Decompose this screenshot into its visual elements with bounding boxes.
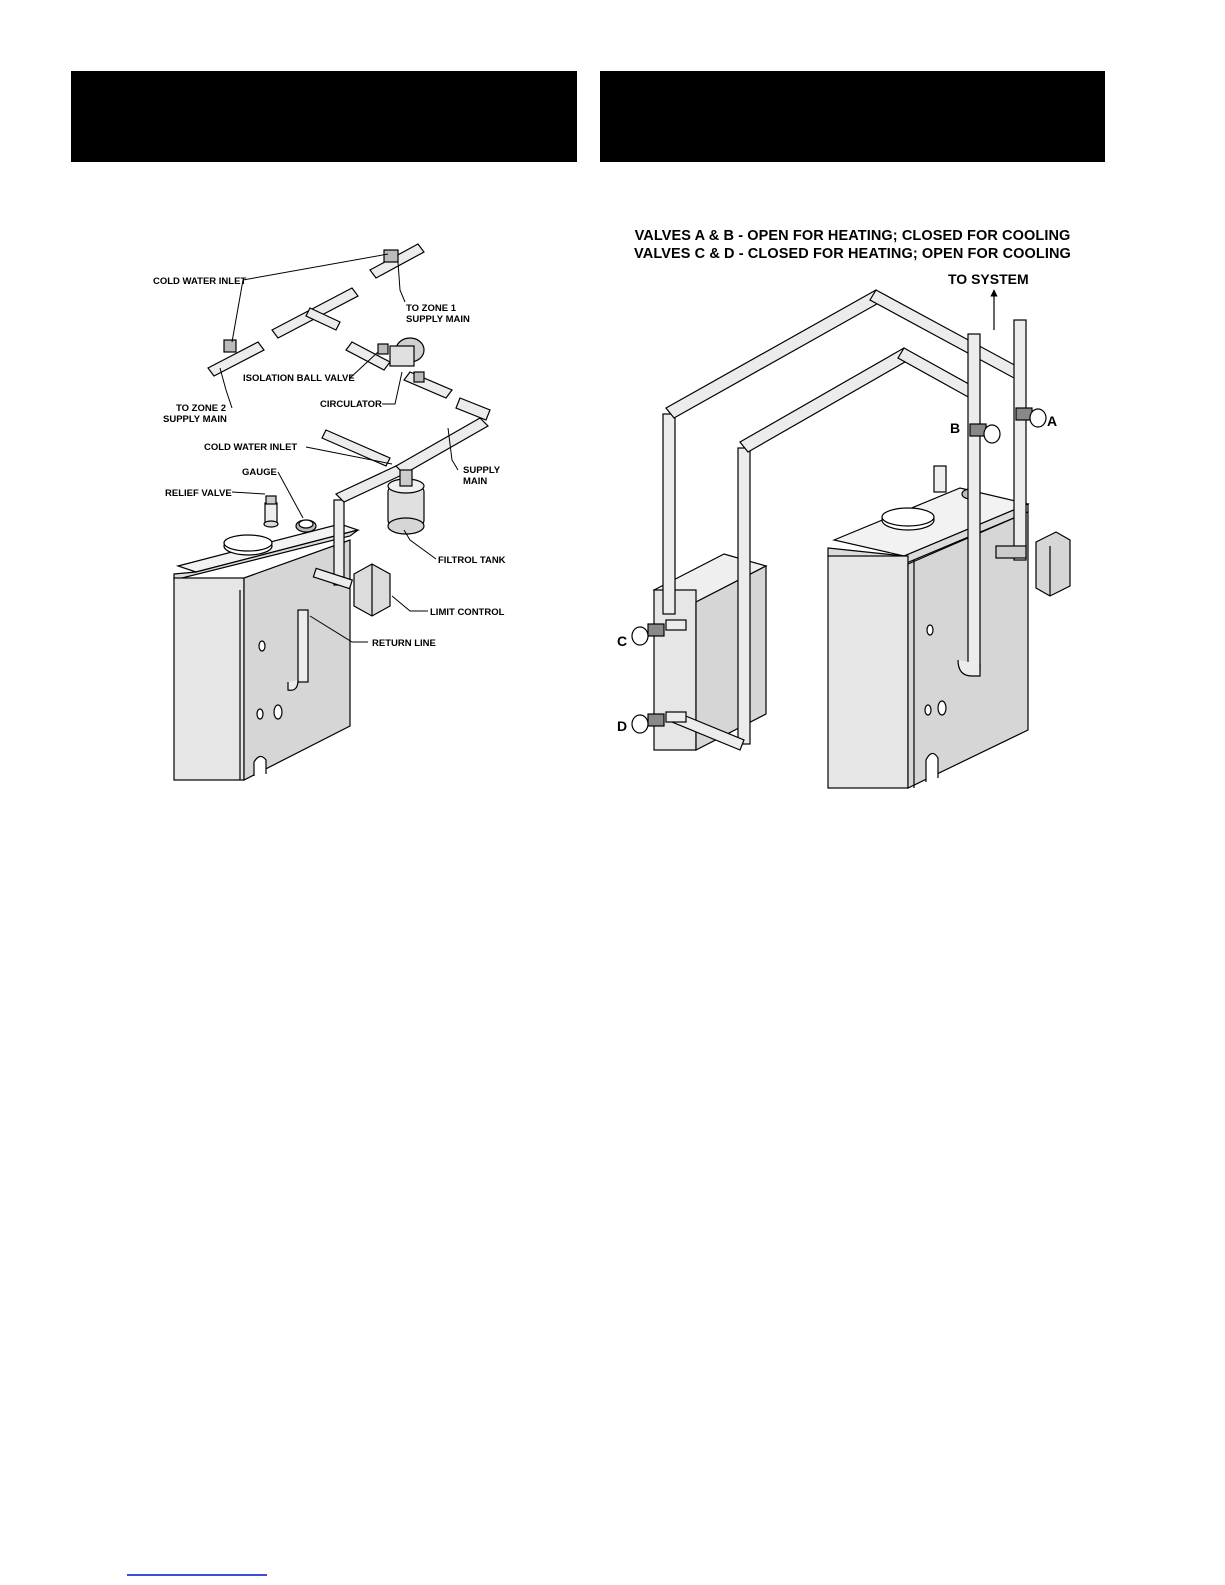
valve-b-icon <box>969 423 1001 444</box>
left-boiler <box>173 523 361 781</box>
label-to-zone1-line1: TO ZONE 1 <box>406 303 457 314</box>
footer-link-underline <box>127 1574 267 1576</box>
label-to-zone2-line2: SUPPLY MAIN <box>163 414 227 425</box>
label-relief-valve: RELIEF VALVE <box>165 488 232 499</box>
label-valve-b: B <box>950 420 960 436</box>
section-header-left <box>71 71 577 162</box>
right-chiller-boiler-diagram <box>631 289 1071 789</box>
label-to-zone2-line1: TO ZONE 2 <box>176 403 226 414</box>
label-to-zone1-line2: SUPPLY MAIN <box>406 314 470 325</box>
valve-caption-line-2: VALVES C & D - CLOSED FOR HEATING; OPEN … <box>634 246 1071 262</box>
label-gauge: GAUGE <box>242 467 277 478</box>
gauge-icon <box>295 519 317 533</box>
label-valve-d: D <box>617 718 627 734</box>
label-cold-water-inlet: COLD WATER INLET <box>204 442 297 453</box>
section-header-right <box>600 71 1105 162</box>
left-leader-lines <box>219 253 459 643</box>
label-isolation-ball-valve: ISOLATION BALL VALVE <box>243 373 355 384</box>
zone-valves <box>223 249 425 383</box>
label-supply-main-line1: SUPPLY <box>463 465 501 476</box>
limit-control-icon <box>353 563 391 617</box>
label-to-system: TO SYSTEM <box>948 271 1029 287</box>
filtrol-tank-icon <box>387 469 425 535</box>
valve-c-icon <box>631 623 665 646</box>
label-filtrol-tank: FILTROL TANK <box>438 555 506 566</box>
chiller-pipes <box>665 619 745 751</box>
label-return-line: RETURN LINE <box>372 638 436 649</box>
circulator-icon <box>389 337 425 367</box>
boiler-supply-fitting <box>995 545 1027 559</box>
outer-pipe-loop <box>662 289 1027 615</box>
label-limit-control: LIMIT CONTROL <box>430 607 505 618</box>
label-cold-water-inlet-top: COLD WATER INLET <box>153 276 246 287</box>
return-line-pipe <box>287 609 309 691</box>
label-valve-a: A <box>1047 413 1057 429</box>
right-limit-control-icon <box>1035 531 1071 597</box>
valve-a-icon <box>1015 407 1047 428</box>
label-circulator: CIRCULATOR <box>320 399 382 410</box>
valve-d-icon <box>631 713 665 734</box>
inner-pipe-loop <box>737 333 981 745</box>
label-supply-main-line2: MAIN <box>463 476 487 487</box>
left-boiler-diagram <box>173 243 491 781</box>
label-valve-c: C <box>617 633 627 649</box>
valve-caption-line-1: VALVES A & B - OPEN FOR HEATING; CLOSED … <box>634 228 1071 244</box>
relief-valve-icon <box>263 495 279 528</box>
right-boiler <box>827 465 1030 789</box>
